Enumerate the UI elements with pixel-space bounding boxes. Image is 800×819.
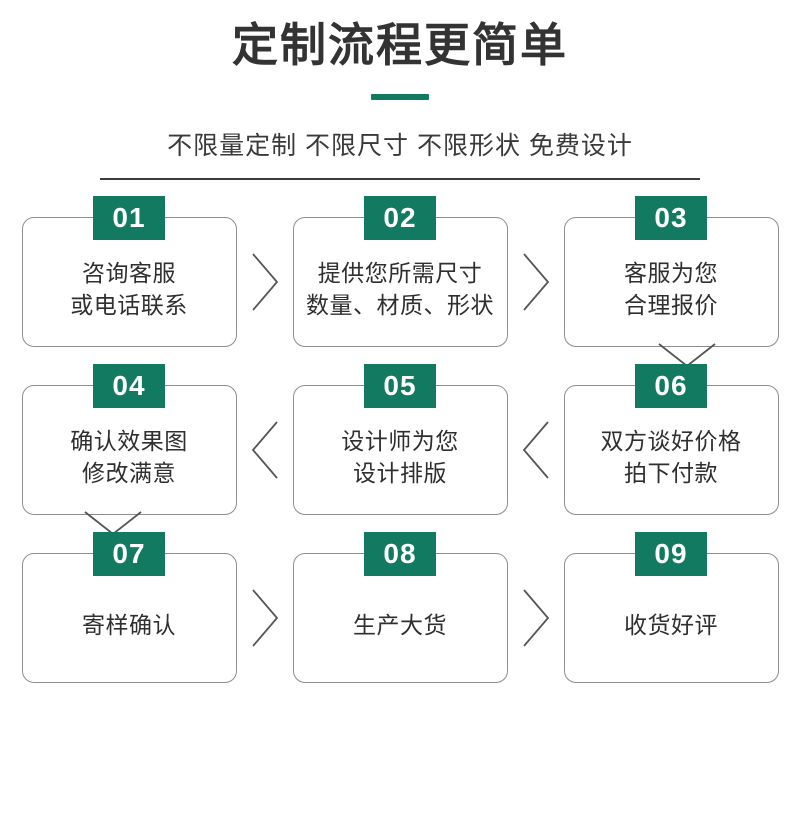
step-box-05[interactable]: 05 设计师为您 设计排版 <box>292 364 508 516</box>
chevron-left-icon <box>237 410 293 490</box>
step-line: 设计师为您 <box>341 427 459 454</box>
page-header: 定制流程更简单 不限量定制 不限尺寸 不限形状 免费设计 <box>0 0 800 181</box>
title-accent-bar <box>371 94 429 101</box>
page-title: 定制流程更简单 <box>232 19 568 71</box>
step-text: 寄样确认 <box>82 609 176 642</box>
chevron-right-icon <box>508 578 564 658</box>
step-line: 或电话联系 <box>70 292 188 319</box>
step-text: 客服为您 合理报价 <box>624 257 718 322</box>
step-box-07[interactable]: 07 寄样确认 <box>21 532 237 684</box>
chevron-right-icon <box>508 242 564 322</box>
step-number-badge: 05 <box>364 364 436 409</box>
step-text: 双方谈好价格 拍下付款 <box>601 425 742 490</box>
step-number-badge: 08 <box>364 532 436 577</box>
step-number-badge: 06 <box>635 364 707 409</box>
chevron-left-icon <box>508 410 564 490</box>
process-flow: 01 咨询客服 或电话联系 02 提供您所需尺寸 数量、材质、形状 <box>0 196 800 702</box>
step-line: 寄样确认 <box>82 611 176 638</box>
step-line: 生产大货 <box>353 611 447 638</box>
step-number-badge: 03 <box>635 196 707 241</box>
step-line: 修改满意 <box>82 460 176 487</box>
chevron-right-icon <box>237 242 293 322</box>
step-line: 收货好评 <box>624 611 718 638</box>
step-box-04[interactable]: 04 确认效果图 修改满意 <box>21 364 237 516</box>
step-line: 提供您所需尺寸 <box>317 259 483 286</box>
step-text: 提供您所需尺寸 数量、材质、形状 <box>306 257 494 322</box>
step-text: 确认效果图 修改满意 <box>70 425 188 490</box>
chevron-right-icon <box>237 578 293 658</box>
step-number-badge: 02 <box>364 196 436 241</box>
step-text: 生产大货 <box>353 609 447 642</box>
flow-row-2: 04 确认效果图 修改满意 05 设计师为您 设计排版 06 <box>0 364 800 536</box>
step-box-06[interactable]: 06 双方谈好价格 拍下付款 <box>563 364 779 516</box>
flow-row-1: 01 咨询客服 或电话联系 02 提供您所需尺寸 数量、材质、形状 <box>0 196 800 368</box>
step-line: 客服为您 <box>624 259 718 286</box>
step-line: 拍下付款 <box>624 460 718 487</box>
step-text: 咨询客服 或电话联系 <box>70 257 188 322</box>
step-text: 收货好评 <box>624 609 718 642</box>
step-box-09[interactable]: 09 收货好评 <box>563 532 779 684</box>
flow-row-3: 07 寄样确认 08 生产大货 09 收货好评 <box>0 532 800 702</box>
step-line: 双方谈好价格 <box>600 427 742 454</box>
step-box-03[interactable]: 03 客服为您 合理报价 <box>563 196 779 348</box>
step-line: 合理报价 <box>624 292 718 319</box>
step-line: 数量、材质、形状 <box>306 292 494 319</box>
step-line: 设计排版 <box>353 460 447 487</box>
step-box-01[interactable]: 01 咨询客服 或电话联系 <box>21 196 237 348</box>
page-subtitle: 不限量定制 不限尺寸 不限形状 免费设计 <box>167 132 633 161</box>
step-box-08[interactable]: 08 生产大货 <box>292 532 508 684</box>
step-line: 咨询客服 <box>82 259 176 286</box>
header-divider <box>100 178 700 181</box>
step-number-badge: 09 <box>635 532 707 577</box>
step-line: 确认效果图 <box>70 427 188 454</box>
step-box-02[interactable]: 02 提供您所需尺寸 数量、材质、形状 <box>292 196 508 348</box>
step-text: 设计师为您 设计排版 <box>341 425 459 490</box>
step-number-badge: 01 <box>93 196 165 241</box>
step-number-badge: 07 <box>93 532 165 577</box>
step-number-badge: 04 <box>93 364 165 409</box>
